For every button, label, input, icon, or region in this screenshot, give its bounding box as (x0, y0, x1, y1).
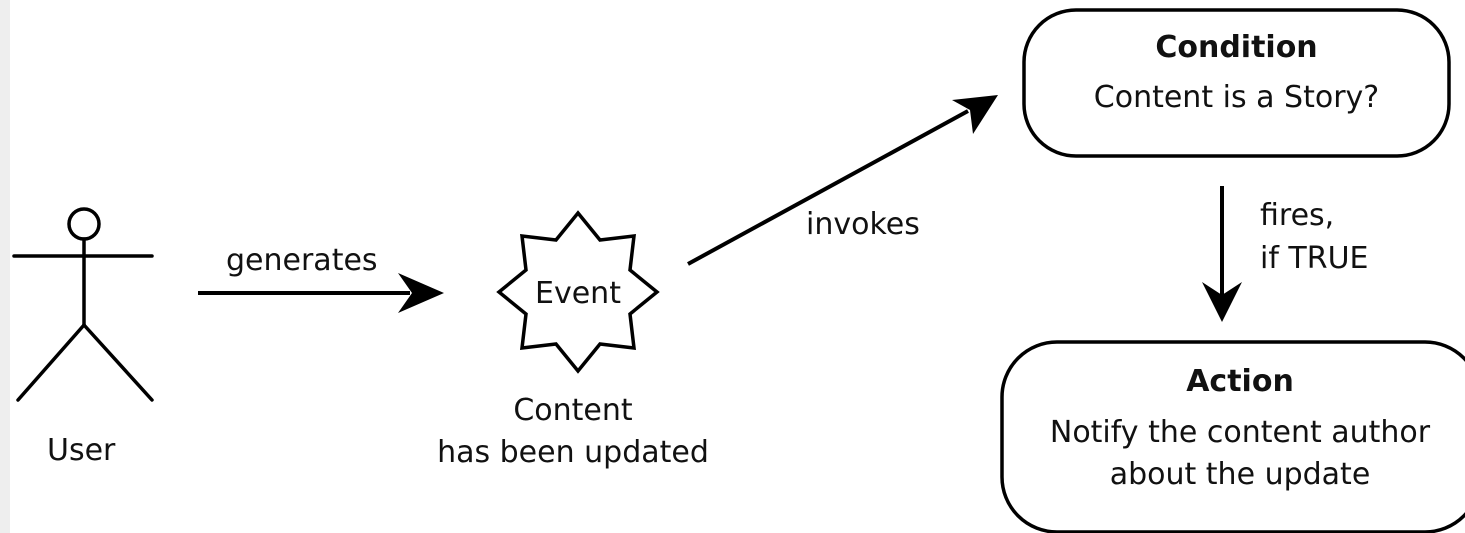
actor-head (67, 207, 101, 241)
action-title: Action (1186, 364, 1294, 399)
action-box (1000, 340, 1465, 533)
actor-left-leg (16, 323, 86, 402)
event-caption-line2: has been updated (437, 435, 709, 470)
event-star-shape (496, 210, 660, 374)
action-text-line2: about the update (1109, 457, 1371, 492)
condition-text: Content is a Story? (1093, 80, 1380, 115)
fires-label-line2: if TRUE (1260, 241, 1369, 276)
fires-arrow (1202, 186, 1242, 322)
action-text-line1: Notify the content author (1049, 415, 1431, 450)
actor-right-leg (82, 323, 154, 402)
fires-label-line1: fires, (1260, 198, 1335, 233)
invokes-arrow (687, 95, 998, 266)
event-label: Event (535, 276, 621, 311)
generates-label: generates (226, 243, 378, 278)
user-label: User (47, 433, 116, 468)
user-stick-figure (12, 207, 154, 402)
generates-arrow (198, 273, 444, 313)
event-caption-line1: Content (513, 393, 633, 428)
condition-box (1022, 8, 1451, 158)
invokes-label: invokes (806, 207, 920, 242)
condition-title: Condition (1155, 30, 1318, 65)
